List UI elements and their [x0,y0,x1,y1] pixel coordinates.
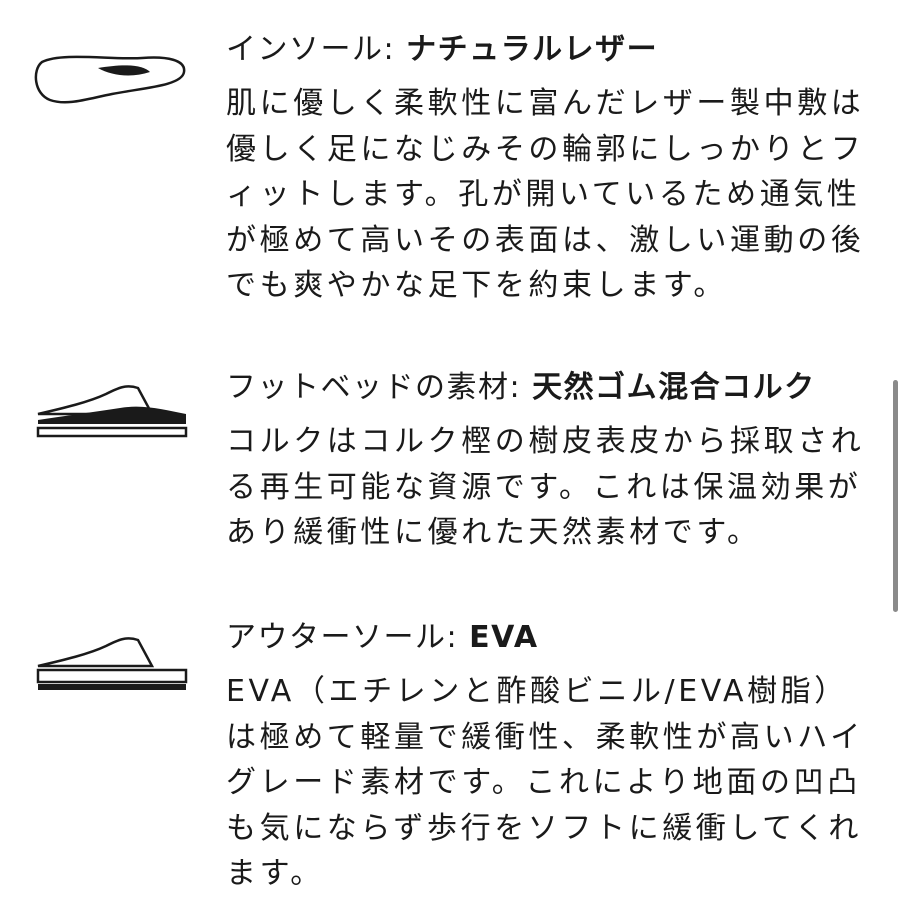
insole-heading: インソール: ナチュラルレザー [226,30,866,70]
insole-heading-value: ナチュラルレザー [406,32,659,67]
description-line: ます。 [226,856,324,891]
description-line: EVA（エチレンと酢酸ビニル/EVA樹脂） [226,674,848,709]
vertical-scrollbar[interactable] [893,380,898,612]
outsole-icon [36,637,188,690]
description-line: あり緩衝性に優れた天然素材です。 [226,515,761,550]
footbed-heading: フットベッドの素材: 天然ゴム混合コルク [226,368,866,408]
description-line: 肌に優しく柔軟性に富んだレザー製中敷は [226,86,865,121]
outsole-heading-value: EVA [469,620,539,655]
description-line: は極めて軽量で緩衝性、柔軟性が高いハイ [226,719,864,755]
description-line: ィットします。孔が開いているため通気性 [226,177,861,212]
outsole-description: EVA（エチレンと酢酸ビニル/EVA樹脂） は極めて軽量で緩衝性、柔軟性が高いハ… [226,669,866,897]
description-line: コルクはコルク樫の樹皮表皮から採取され [226,424,865,459]
insole-heading-label: インソール: [226,32,407,67]
footbed-description: コルクはコルク樫の樹皮表皮から採取され る再生可能な資源です。これは保温効果が … [226,419,866,556]
footbed-heading-label: フットベッドの素材: [226,370,533,405]
description-line: も気にならず歩行をソフトに緩衝してくれ [226,810,862,846]
description-line: る再生可能な資源です。これは保温効果が [226,469,862,505]
footbed-icon [36,385,188,438]
description-line: でも爽やかな足下を約束します。 [226,268,727,303]
description-line: が極めて高いその表面は、激しい運動の後 [226,222,865,258]
outsole-heading: アウターソール: EVA [226,618,866,658]
insole-description: 肌に優しく柔軟性に富んだレザー製中敷は 優しく足になじみその輪郭にしっかりとフ … [226,81,866,309]
outsole-heading-label: アウターソール: [226,620,470,655]
insole-icon [34,55,186,104]
footbed-heading-value: 天然ゴム混合コルク [532,370,816,405]
description-line: グレード素材です。これにより地面の凹凸 [226,765,861,800]
description-line: 優しく足になじみその輪郭にしっかりとフ [226,131,865,167]
